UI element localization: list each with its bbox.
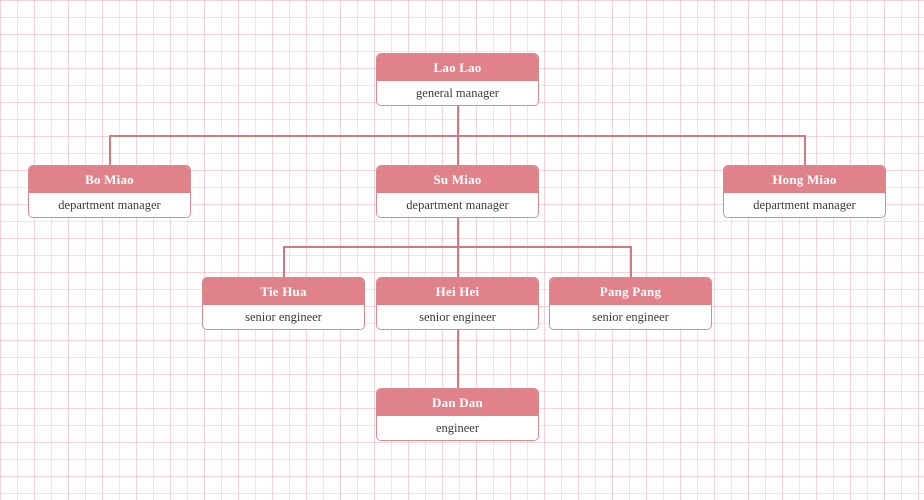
connector-to-dan-dan (457, 329, 459, 389)
org-node-name: Hei Hei (377, 278, 538, 305)
org-node-name: Pang Pang (550, 278, 711, 305)
connector-to-hei-hei (457, 246, 459, 277)
org-node-name: Su Miao (377, 166, 538, 193)
connector-laolao-stem-down (457, 105, 459, 137)
org-node-name: Bo Miao (29, 166, 190, 193)
org-node-hei-hei[interactable]: Hei Hei senior engineer (376, 277, 539, 330)
connector-to-pang-pang (630, 246, 632, 277)
org-node-title: department manager (724, 193, 885, 217)
org-node-su-miao[interactable]: Su Miao department manager (376, 165, 539, 218)
org-node-title: senior engineer (377, 305, 538, 329)
org-node-title: department manager (377, 193, 538, 217)
org-node-title: general manager (377, 81, 538, 105)
connector-to-bo-miao (109, 135, 111, 165)
connector-to-tie-hua (283, 246, 285, 277)
org-node-title: department manager (29, 193, 190, 217)
org-node-title: senior engineer (550, 305, 711, 329)
org-node-name: Tie Hua (203, 278, 364, 305)
org-node-name: Lao Lao (377, 54, 538, 81)
org-node-lao-lao[interactable]: Lao Lao general manager (376, 53, 539, 106)
org-node-name: Dan Dan (377, 389, 538, 416)
org-node-name: Hong Miao (724, 166, 885, 193)
org-node-tie-hua[interactable]: Tie Hua senior engineer (202, 277, 365, 330)
org-node-hong-miao[interactable]: Hong Miao department manager (723, 165, 886, 218)
org-node-title: engineer (377, 416, 538, 440)
org-node-title: senior engineer (203, 305, 364, 329)
org-node-pang-pang[interactable]: Pang Pang senior engineer (549, 277, 712, 330)
connector-sumiao-stem-down (457, 217, 459, 248)
connector-to-su-miao (457, 135, 459, 165)
org-node-dan-dan[interactable]: Dan Dan engineer (376, 388, 539, 441)
connector-to-hong-miao (804, 135, 806, 165)
org-node-bo-miao[interactable]: Bo Miao department manager (28, 165, 191, 218)
